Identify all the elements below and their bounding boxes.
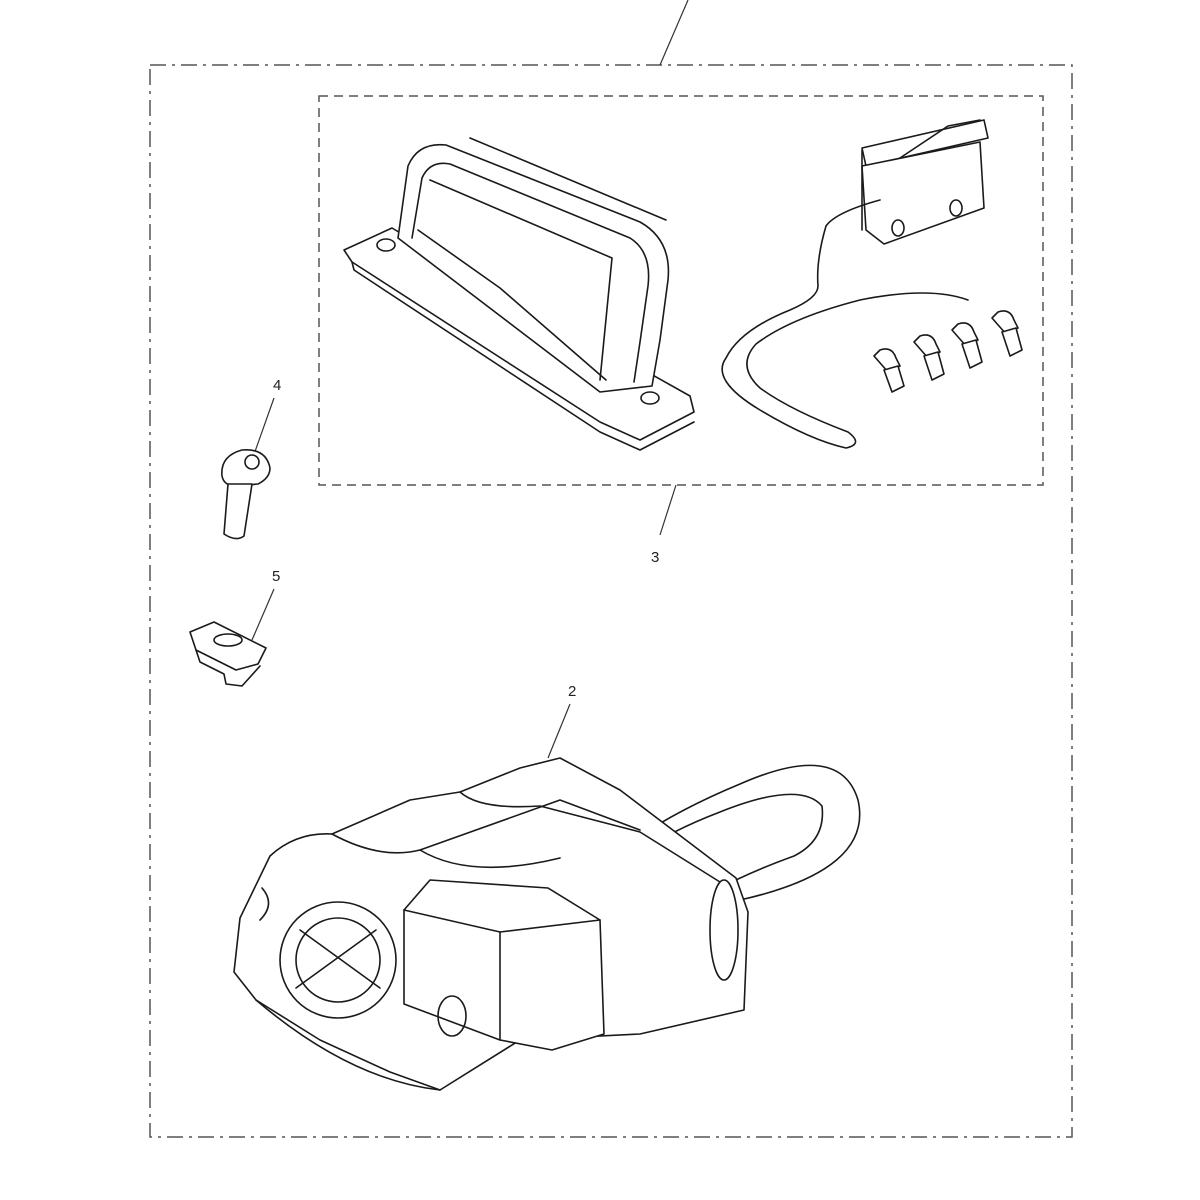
bolt-leader-line [251,397,275,461]
callout-1: 1 [682,0,690,2]
bolt-icon [221,449,271,540]
screw-icon [873,310,1023,393]
assembly-leader-line [659,0,689,66]
lock-holder-bracket-icon [343,137,695,451]
sensor-switch-icon [721,119,989,449]
holder-kit-leader-line [659,484,677,536]
callout-3: 3 [651,549,659,566]
assembly-outer-frame [149,64,1073,1138]
callout-4: 4 [273,377,281,394]
kit-inner-frame [318,95,1044,486]
callout-2: 2 [568,683,576,700]
clip-nut-icon [189,621,267,687]
lock-leader-line [547,703,571,759]
padlock-icon [233,757,861,1091]
clip-nut-leader-line [251,588,275,641]
callout-5: 5 [272,568,280,585]
